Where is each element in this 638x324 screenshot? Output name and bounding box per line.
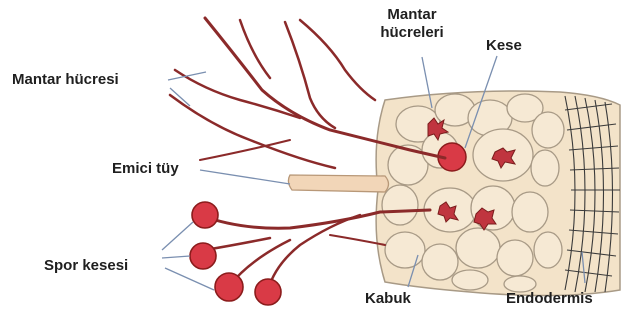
label-sporangium: Spor kesesi: [44, 257, 128, 275]
sporangium-3: [215, 273, 243, 301]
label-endodermis: Endodermis: [506, 290, 593, 308]
root-hair: [288, 175, 388, 192]
label-fungal-cell: Mantar hücresi: [12, 71, 119, 89]
label-vesicle: Kese: [486, 37, 522, 55]
label-fungal-cells: Mantar hücreleri: [362, 6, 462, 42]
label-root-hair: Emici tüy: [112, 160, 179, 178]
sporangium-4: [255, 279, 281, 305]
label-fungal-cells-line2: hücreleri: [362, 24, 462, 42]
label-fungal-cells-line1: Mantar: [362, 6, 462, 24]
sporangium-2: [190, 243, 216, 269]
sporangium-1: [192, 202, 218, 228]
label-cortex: Kabuk: [365, 290, 411, 308]
